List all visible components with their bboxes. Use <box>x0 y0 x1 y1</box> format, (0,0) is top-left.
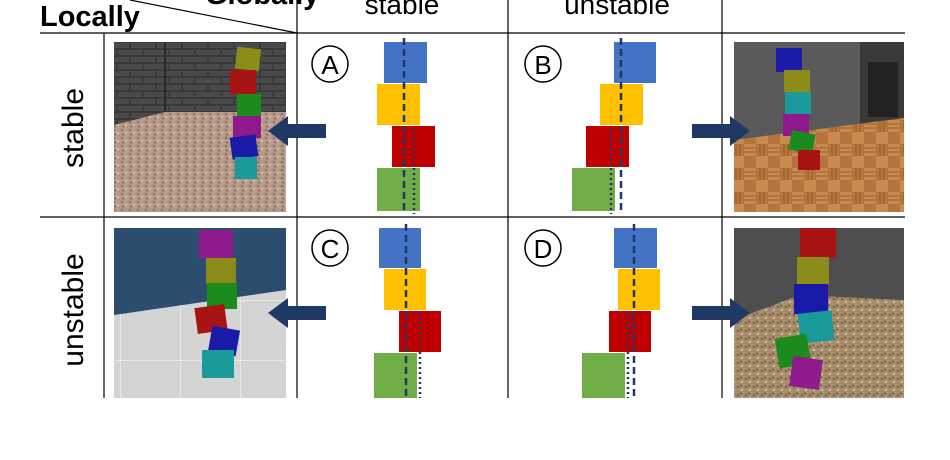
scene-image-bottom-left <box>114 228 286 398</box>
cell-letter-a: A <box>321 50 339 80</box>
block-yellow <box>618 269 660 310</box>
block-stack-b <box>572 38 656 214</box>
arrow-right-bottom <box>692 298 750 328</box>
cell-letter-b: B <box>534 50 551 80</box>
block-stack-a <box>377 38 435 214</box>
arrow-right-top <box>692 116 750 146</box>
cell-marker-d: D <box>524 229 562 267</box>
block-green <box>572 168 615 211</box>
block-red <box>586 126 629 167</box>
cell-marker-b: B <box>524 45 562 83</box>
block-tower <box>776 48 820 170</box>
table-grid <box>40 0 905 398</box>
row-label-unstable: unstable <box>57 253 90 366</box>
block-blue <box>614 228 657 268</box>
block-red <box>609 311 651 352</box>
block-green <box>582 353 625 398</box>
row-label-stable: stable <box>57 88 90 168</box>
block-tower <box>774 228 836 390</box>
block-tower <box>229 46 262 179</box>
cell-marker-a: A <box>311 45 349 83</box>
cell-marker-c: C <box>311 229 349 267</box>
block-tower <box>194 230 241 378</box>
block-blue <box>379 228 421 268</box>
block-green <box>374 353 417 398</box>
arrow-left-top <box>268 116 326 146</box>
cell-letter-c: C <box>321 234 340 264</box>
corner-row-label: Locally <box>40 1 140 33</box>
column-header-stable: stable <box>365 0 440 20</box>
arrow-left-bottom <box>268 298 326 328</box>
scene-image-bottom-right <box>734 228 904 398</box>
corner-col-label: Globally <box>205 0 319 11</box>
column-header-unstable: unstable <box>564 0 670 20</box>
block-stack-c <box>374 224 441 398</box>
block-stack-d <box>582 224 660 398</box>
block-blue <box>384 42 427 83</box>
scene-image-top-right <box>734 42 904 212</box>
block-yellow <box>377 84 420 125</box>
cell-letter-d: D <box>534 234 553 264</box>
block-red <box>392 126 435 167</box>
corner-diagonal <box>129 0 298 34</box>
scene-image-top-left <box>114 42 286 212</box>
